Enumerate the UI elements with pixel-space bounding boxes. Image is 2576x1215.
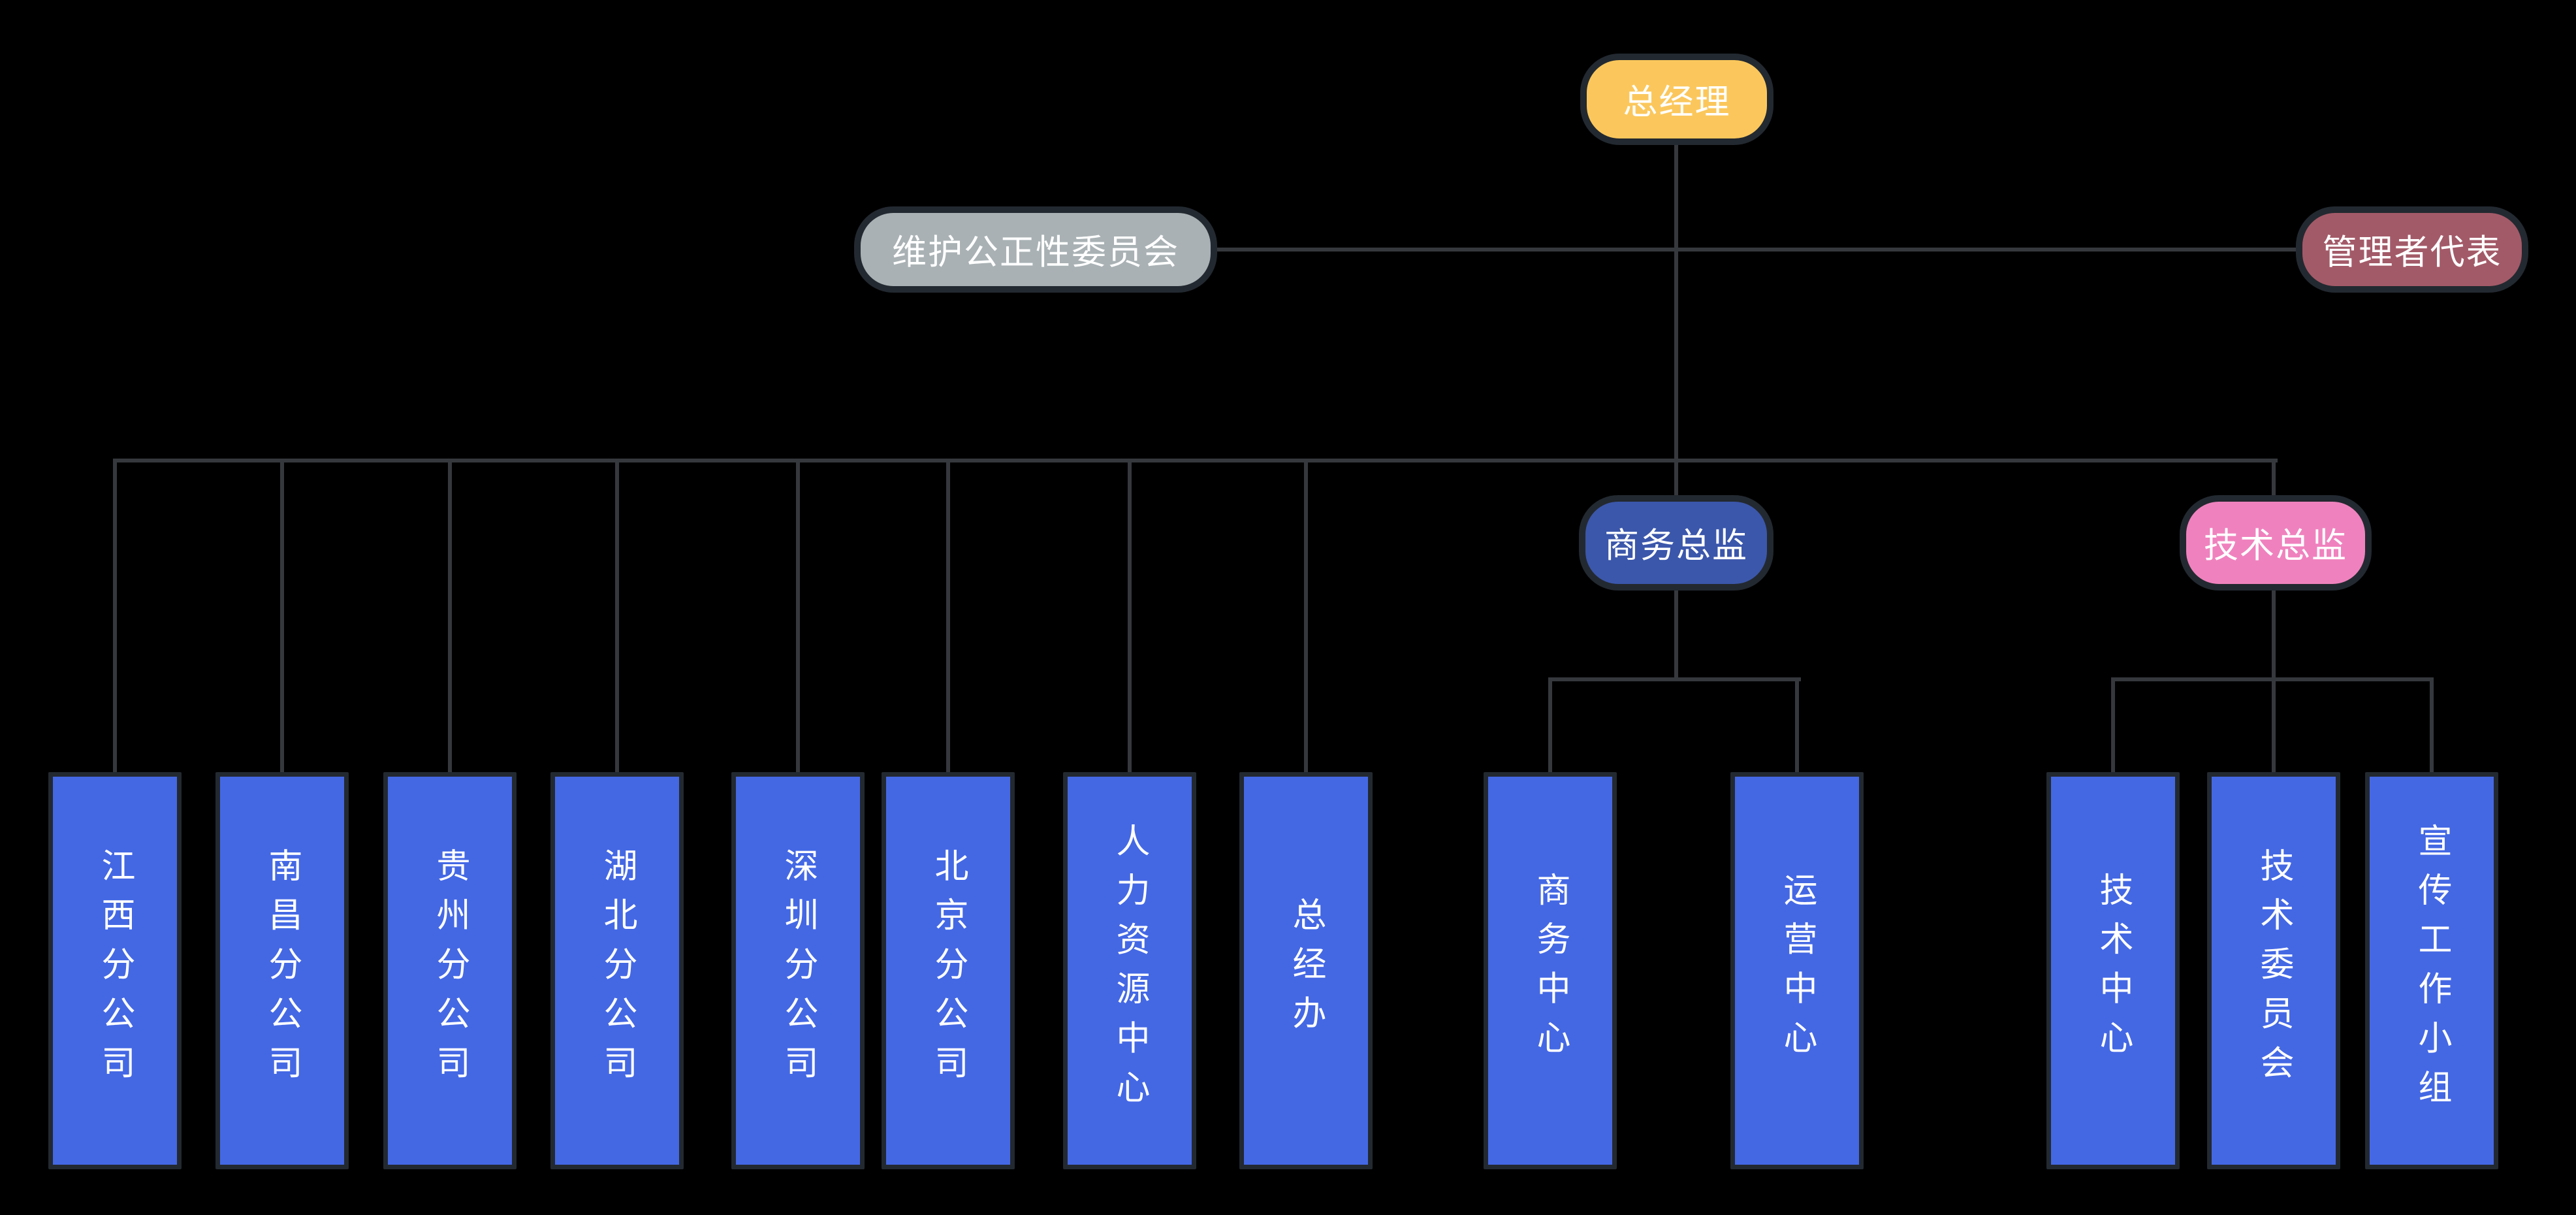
- node-department-publicity-workgroup[interactable]: 宣传工作小组: [2365, 772, 2498, 1169]
- connector-line: [2272, 677, 2276, 776]
- connector-line: [1548, 677, 1552, 776]
- node-business-director[interactable]: 商务总监: [1579, 495, 1773, 591]
- connector-line: [113, 459, 117, 776]
- node-department-gm-office[interactable]: 总经办: [1239, 772, 1373, 1169]
- node-department-guizhou-branch[interactable]: 贵州分公司: [383, 772, 517, 1169]
- connector-line: [1128, 459, 1132, 776]
- node-label: 商务总监: [1604, 526, 1748, 565]
- node-label: 维护公正性委员会: [892, 233, 1179, 272]
- node-department-shenzhen-branch[interactable]: 深圳分公司: [731, 772, 865, 1169]
- connector-line: [796, 459, 800, 776]
- connector-line: [113, 459, 2278, 462]
- node-label: 商务中心: [1531, 872, 1569, 1069]
- node-label: 湖北分公司: [598, 847, 636, 1094]
- connector-line: [1211, 248, 2300, 251]
- connector-line: [2111, 677, 2115, 776]
- connector-line: [1304, 459, 1308, 776]
- connector-line: [448, 459, 452, 776]
- node-label: 运营中心: [1778, 872, 1816, 1069]
- connector-line: [280, 459, 284, 776]
- node-department-tech-center[interactable]: 技术中心: [2046, 772, 2180, 1169]
- node-label: 深圳分公司: [779, 847, 817, 1094]
- node-label: 总经办: [1287, 896, 1325, 1045]
- connector-line: [1795, 677, 1799, 776]
- node-department-business-center[interactable]: 商务中心: [1484, 772, 1617, 1169]
- node-label: 江西分公司: [96, 847, 134, 1094]
- node-department-jiangxi-branch[interactable]: 江西分公司: [48, 772, 182, 1169]
- connector-line: [615, 459, 619, 776]
- node-department-nanchang-branch[interactable]: 南昌分公司: [215, 772, 349, 1169]
- connector-line: [2430, 677, 2434, 776]
- connector-line: [2272, 459, 2276, 499]
- node-fairness-committee[interactable]: 维护公正性委员会: [854, 206, 1217, 293]
- node-department-operations-center[interactable]: 运营中心: [1730, 772, 1864, 1169]
- node-label: 南昌分公司: [263, 847, 301, 1094]
- node-department-tech-committee[interactable]: 技术委员会: [2207, 772, 2340, 1169]
- connector-line: [1674, 142, 1678, 499]
- connector-line: [946, 459, 950, 776]
- node-label: 人力资源中心: [1111, 822, 1149, 1119]
- node-department-hr-center[interactable]: 人力资源中心: [1063, 772, 1196, 1169]
- node-management-representative[interactable]: 管理者代表: [2296, 206, 2528, 293]
- connector-line: [1674, 587, 1678, 681]
- node-label: 管理者代表: [2322, 233, 2502, 272]
- node-label: 宣传工作小组: [2413, 822, 2451, 1119]
- connector-line: [1548, 677, 1801, 681]
- node-label: 技术委员会: [2255, 847, 2293, 1094]
- node-department-hubei-branch[interactable]: 湖北分公司: [550, 772, 684, 1169]
- node-label: 技术总监: [2204, 526, 2347, 565]
- node-label: 北京分公司: [929, 847, 967, 1094]
- node-label: 总经理: [1623, 83, 1731, 122]
- node-tech-director[interactable]: 技术总监: [2180, 495, 2372, 591]
- connector-line: [2272, 587, 2276, 681]
- node-label: 技术中心: [2094, 872, 2132, 1069]
- node-general-manager[interactable]: 总经理: [1580, 54, 1773, 145]
- node-department-beijing-branch[interactable]: 北京分公司: [882, 772, 1015, 1169]
- node-label: 贵州分公司: [431, 847, 469, 1094]
